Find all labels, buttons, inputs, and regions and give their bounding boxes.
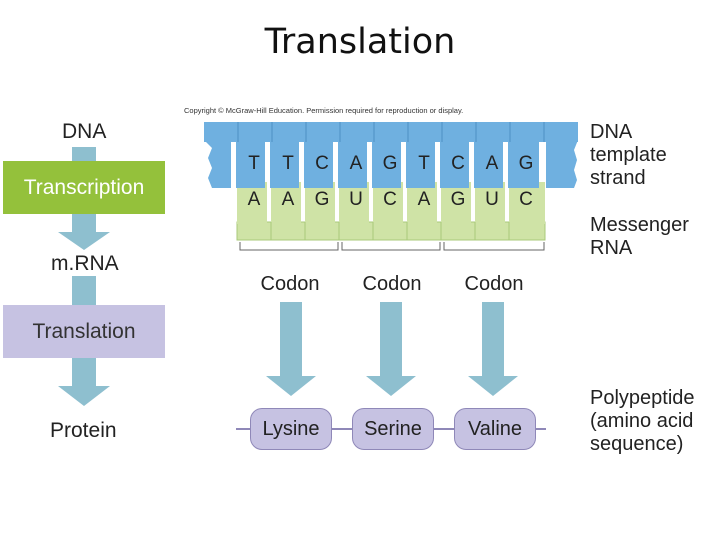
transcription-box: Transcription bbox=[3, 161, 165, 214]
amino-acid-valine: Valine bbox=[454, 408, 536, 450]
codon-label: Codon bbox=[260, 273, 320, 295]
flow-mrna-label: m.RNA bbox=[51, 252, 119, 275]
mrna-base: A bbox=[281, 189, 295, 210]
dna-base: G bbox=[518, 153, 534, 174]
dna-base: A bbox=[485, 153, 499, 174]
dna-base: C bbox=[451, 153, 465, 174]
dna-base: T bbox=[418, 153, 430, 174]
dna-base: G bbox=[382, 153, 398, 174]
codon-arrow-2 bbox=[366, 302, 416, 396]
mrna-dividers bbox=[270, 222, 510, 240]
codon-arrows bbox=[266, 302, 518, 396]
flow-protein-label: Protein bbox=[50, 419, 117, 442]
dna-strand-dividers bbox=[237, 122, 545, 142]
mrna-base: U bbox=[485, 189, 499, 210]
mrna-base: C bbox=[383, 189, 397, 210]
amino-acid-serine: Serine bbox=[352, 408, 434, 450]
dna-base: C bbox=[315, 153, 329, 174]
dna-template-strand bbox=[204, 122, 578, 188]
copyright-notice: Copyright © McGraw-Hill Education. Permi… bbox=[184, 106, 464, 115]
dna-base: T bbox=[282, 153, 294, 174]
flow-arrow-dna-to-transcription bbox=[72, 147, 96, 161]
mrna-base: A bbox=[417, 189, 431, 210]
mrna-base: G bbox=[314, 189, 330, 210]
mrna-base: C bbox=[519, 189, 533, 210]
messenger-rna-label: Messenger RNA bbox=[590, 214, 689, 259]
amino-acid-lysine: Lysine bbox=[250, 408, 332, 450]
codon-label: Codon bbox=[464, 273, 524, 295]
codon-arrow-3 bbox=[468, 302, 518, 396]
flow-arrow-mrna-to-translation bbox=[72, 276, 96, 305]
mrna-strand bbox=[236, 182, 546, 241]
codon-brackets bbox=[239, 242, 545, 251]
dna-base: A bbox=[349, 153, 363, 174]
flow-arrow-transcription-to-mrna bbox=[58, 214, 110, 250]
dna-base: T bbox=[248, 153, 260, 174]
dna-template-strand-label: DNA template strand bbox=[590, 121, 667, 189]
codon-label: Codon bbox=[362, 273, 422, 295]
codon-arrow-1 bbox=[266, 302, 316, 396]
flow-dna-label: DNA bbox=[62, 120, 107, 143]
mrna-base: G bbox=[450, 189, 466, 210]
flow-arrow-translation-to-protein bbox=[58, 358, 110, 406]
translation-box: Translation bbox=[3, 305, 165, 358]
polypeptide-label: Polypeptide (amino acid sequence) bbox=[590, 387, 695, 455]
mrna-base: U bbox=[349, 189, 363, 210]
mrna-base: A bbox=[247, 189, 261, 210]
page-title: Translation bbox=[264, 22, 456, 62]
mrna-base-tabs bbox=[237, 182, 545, 224]
